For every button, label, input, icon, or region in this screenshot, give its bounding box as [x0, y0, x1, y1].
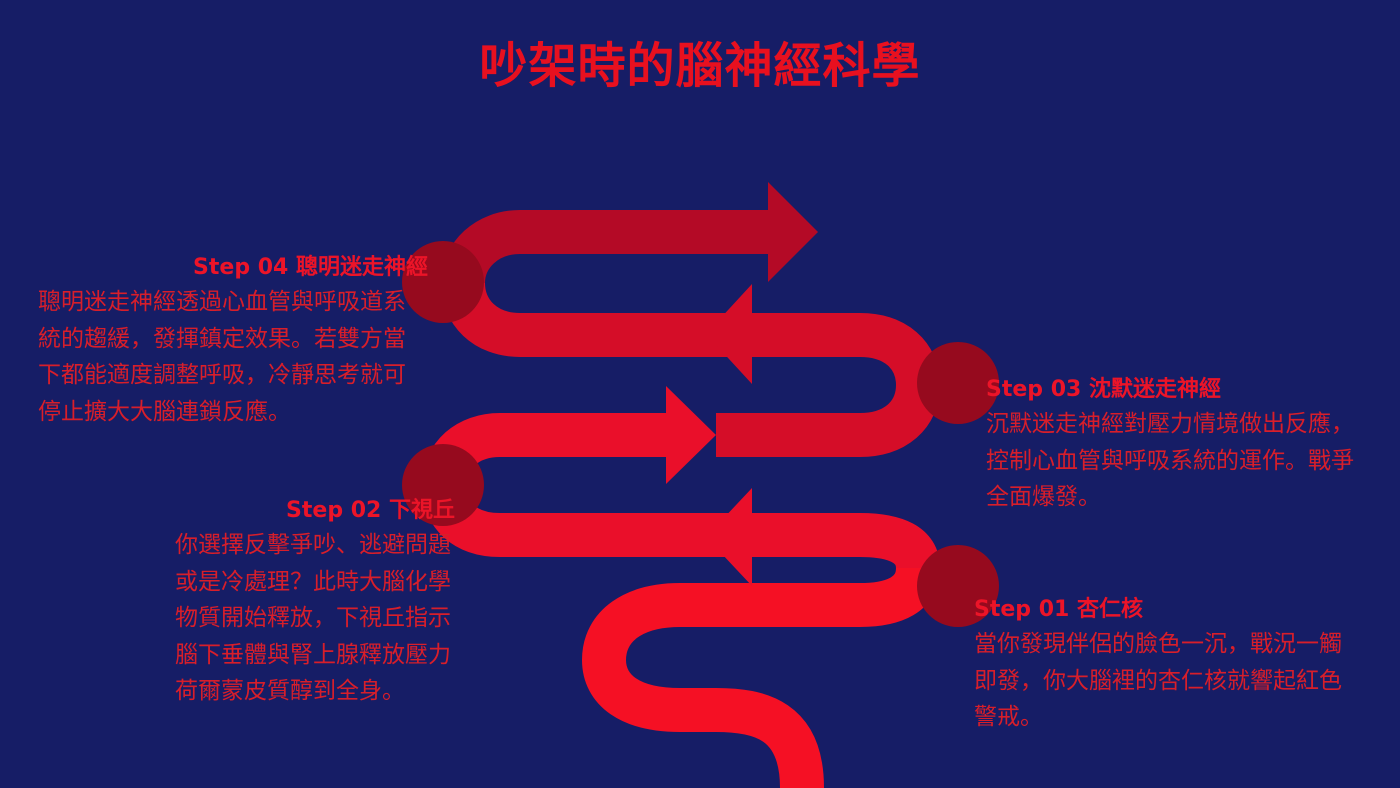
arrow-segment-low	[422, 484, 940, 571]
step-02-heading: Step 02 下視丘	[286, 498, 455, 523]
step-03-block: Step 03 沈默迷走神經 沉默迷走神經對壓力情境做出反應，控制心血管與呼吸系…	[986, 374, 1366, 516]
page-title: 吵架時的腦神經科學	[479, 38, 921, 94]
arrowhead-right-mid	[666, 386, 716, 484]
node-step-04	[402, 241, 484, 323]
arrowhead-right-top	[768, 182, 818, 282]
step-03-body: 沉默迷走神經對壓力情境做出反應，控制心血管與呼吸系統的運作。戰爭全面爆發。	[986, 411, 1354, 510]
arrowhead-left-low	[706, 488, 752, 586]
arrow-segment-top	[441, 210, 790, 285]
node-step-01	[917, 545, 999, 627]
step-04-block: Step 04 聰明迷走神經 聰明迷走神經透過心血管與呼吸道系統的趨緩，發揮鎮定…	[38, 252, 428, 430]
arrowhead-left-mid	[706, 284, 752, 384]
step-02-body: 你選擇反擊爭吵、逃避問題或是冷處理？此時大腦化學物質開始釋放，下視丘指示腦下垂體…	[175, 532, 451, 704]
step-02-block: Step 02 下視丘 你選擇反擊爭吵、逃避問題或是冷處理？此時大腦化學物質開始…	[175, 495, 455, 710]
step-04-heading: Step 04 聰明迷走神經	[193, 255, 428, 280]
step-01-heading: Step 01 杏仁核	[974, 597, 1143, 622]
arrow-segment-bottom	[581, 566, 940, 788]
step-04-body: 聰明迷走神經透過心血管與呼吸道系統的趨緩，發揮鎮定效果。若雙方當下都能適度調整呼…	[38, 289, 406, 425]
step-01-body: 當你發現伴侶的臉色一沉，戰況一觸即發，你大腦裡的杏仁核就響起紅色警戒。	[974, 631, 1342, 730]
arrow-segment-mid	[441, 281, 941, 457]
step-01-block: Step 01 杏仁核 當你發現伴侶的臉色一沉，戰況一觸即發，你大腦裡的杏仁核就…	[974, 594, 1354, 736]
node-step-03	[917, 342, 999, 424]
step-03-heading: Step 03 沈默迷走神經	[986, 377, 1221, 402]
node-step-02	[402, 444, 484, 526]
